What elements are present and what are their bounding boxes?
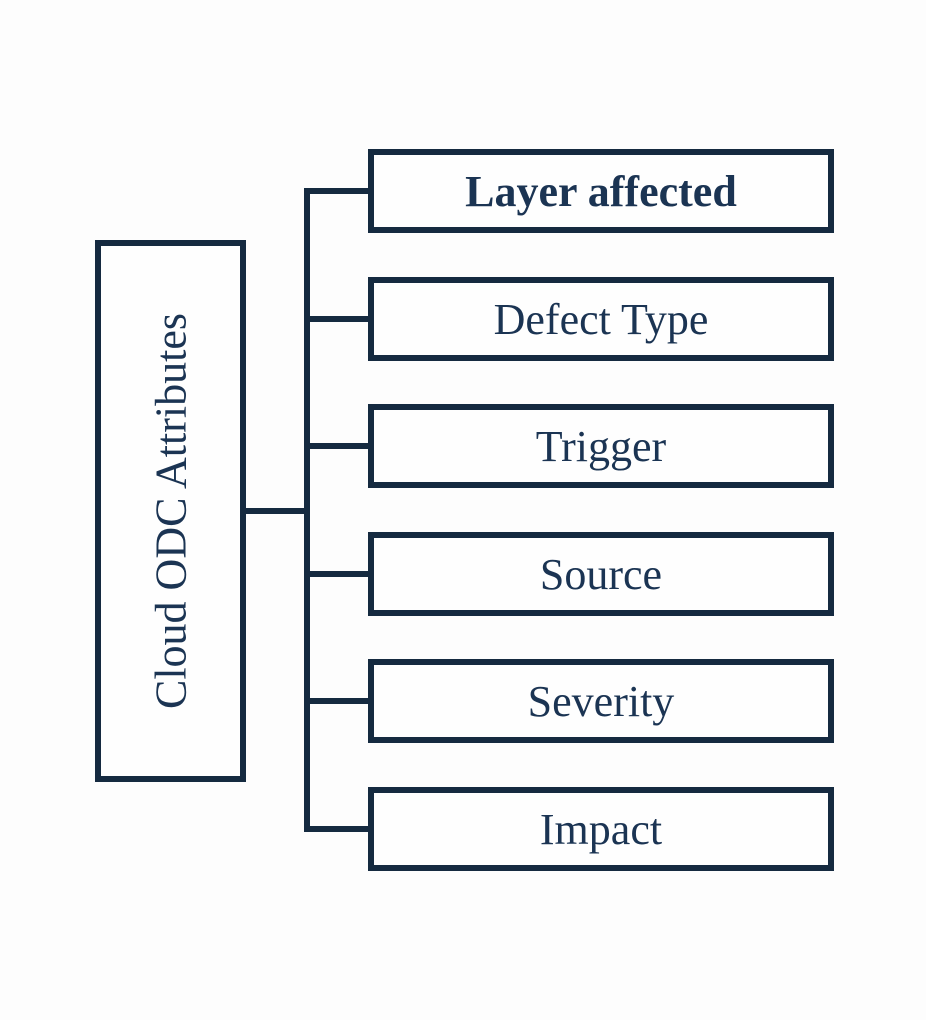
connector-branch-defect-type <box>304 316 370 322</box>
attribute-box-defect-type: Defect Type <box>368 277 834 361</box>
connector-branch-layer-affected <box>304 188 370 194</box>
attribute-label: Trigger <box>535 421 667 471</box>
attribute-box-layer-affected: Layer affected <box>368 149 834 233</box>
attribute-box-severity: Severity <box>368 659 834 743</box>
connector-branch-severity <box>304 698 370 704</box>
connector-branch-source <box>304 571 370 577</box>
root-node-cloud-odc-attributes: Cloud ODC Attributes <box>95 240 246 782</box>
attribute-box-source: Source <box>368 532 834 616</box>
attribute-label: Source <box>539 549 663 599</box>
connector-branch-trigger <box>304 443 370 449</box>
attribute-label: Layer affected <box>465 166 737 216</box>
connector-branch-impact <box>304 826 370 832</box>
attribute-label: Impact <box>539 804 663 854</box>
connector-trunk <box>304 188 310 832</box>
connector-root-stub <box>244 508 310 514</box>
attribute-box-impact: Impact <box>368 787 834 871</box>
attribute-label: Severity <box>527 676 675 726</box>
attribute-label: Defect Type <box>493 294 709 344</box>
root-node-label: Cloud ODC Attributes <box>146 312 195 710</box>
attribute-box-trigger: Trigger <box>368 404 834 488</box>
